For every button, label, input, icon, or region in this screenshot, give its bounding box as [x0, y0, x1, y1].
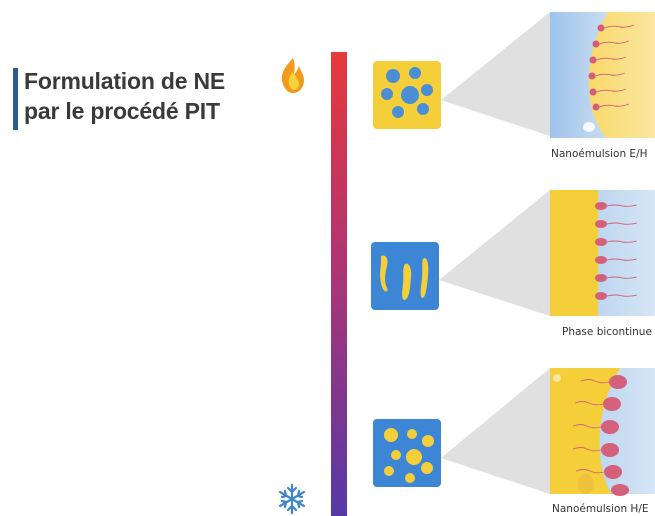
wo-zoom-panel [550, 12, 655, 138]
zoom-cone-bottom [441, 368, 550, 494]
wo-sample-icon [373, 61, 441, 129]
bicontinuous-zoom-panel [550, 190, 655, 316]
title-line-2: par le procédé PIT [24, 98, 220, 124]
caption-bicontinuous-phase: Phase bicontinue [562, 326, 652, 338]
ow-zoom-panel [550, 368, 655, 496]
caption-ow-nanoemulsion: Nanoémulsion H/E [552, 503, 649, 515]
page-title: Formulation de NE par le procédé PIT [24, 66, 225, 126]
zoom-cone-middle [439, 190, 550, 316]
snowflake-icon [278, 483, 306, 515]
caption-wo-nanoemulsion: Nanoémulsion E/H [551, 148, 648, 160]
flame-icon [281, 58, 304, 93]
zoom-cone-top [441, 12, 550, 136]
title-accent-bar [13, 68, 18, 130]
title-line-1: Formulation de NE [24, 68, 226, 94]
bicontinuous-sample-icon [371, 242, 439, 310]
temperature-gradient-bar [331, 52, 347, 516]
ow-sample-icon [373, 419, 441, 487]
